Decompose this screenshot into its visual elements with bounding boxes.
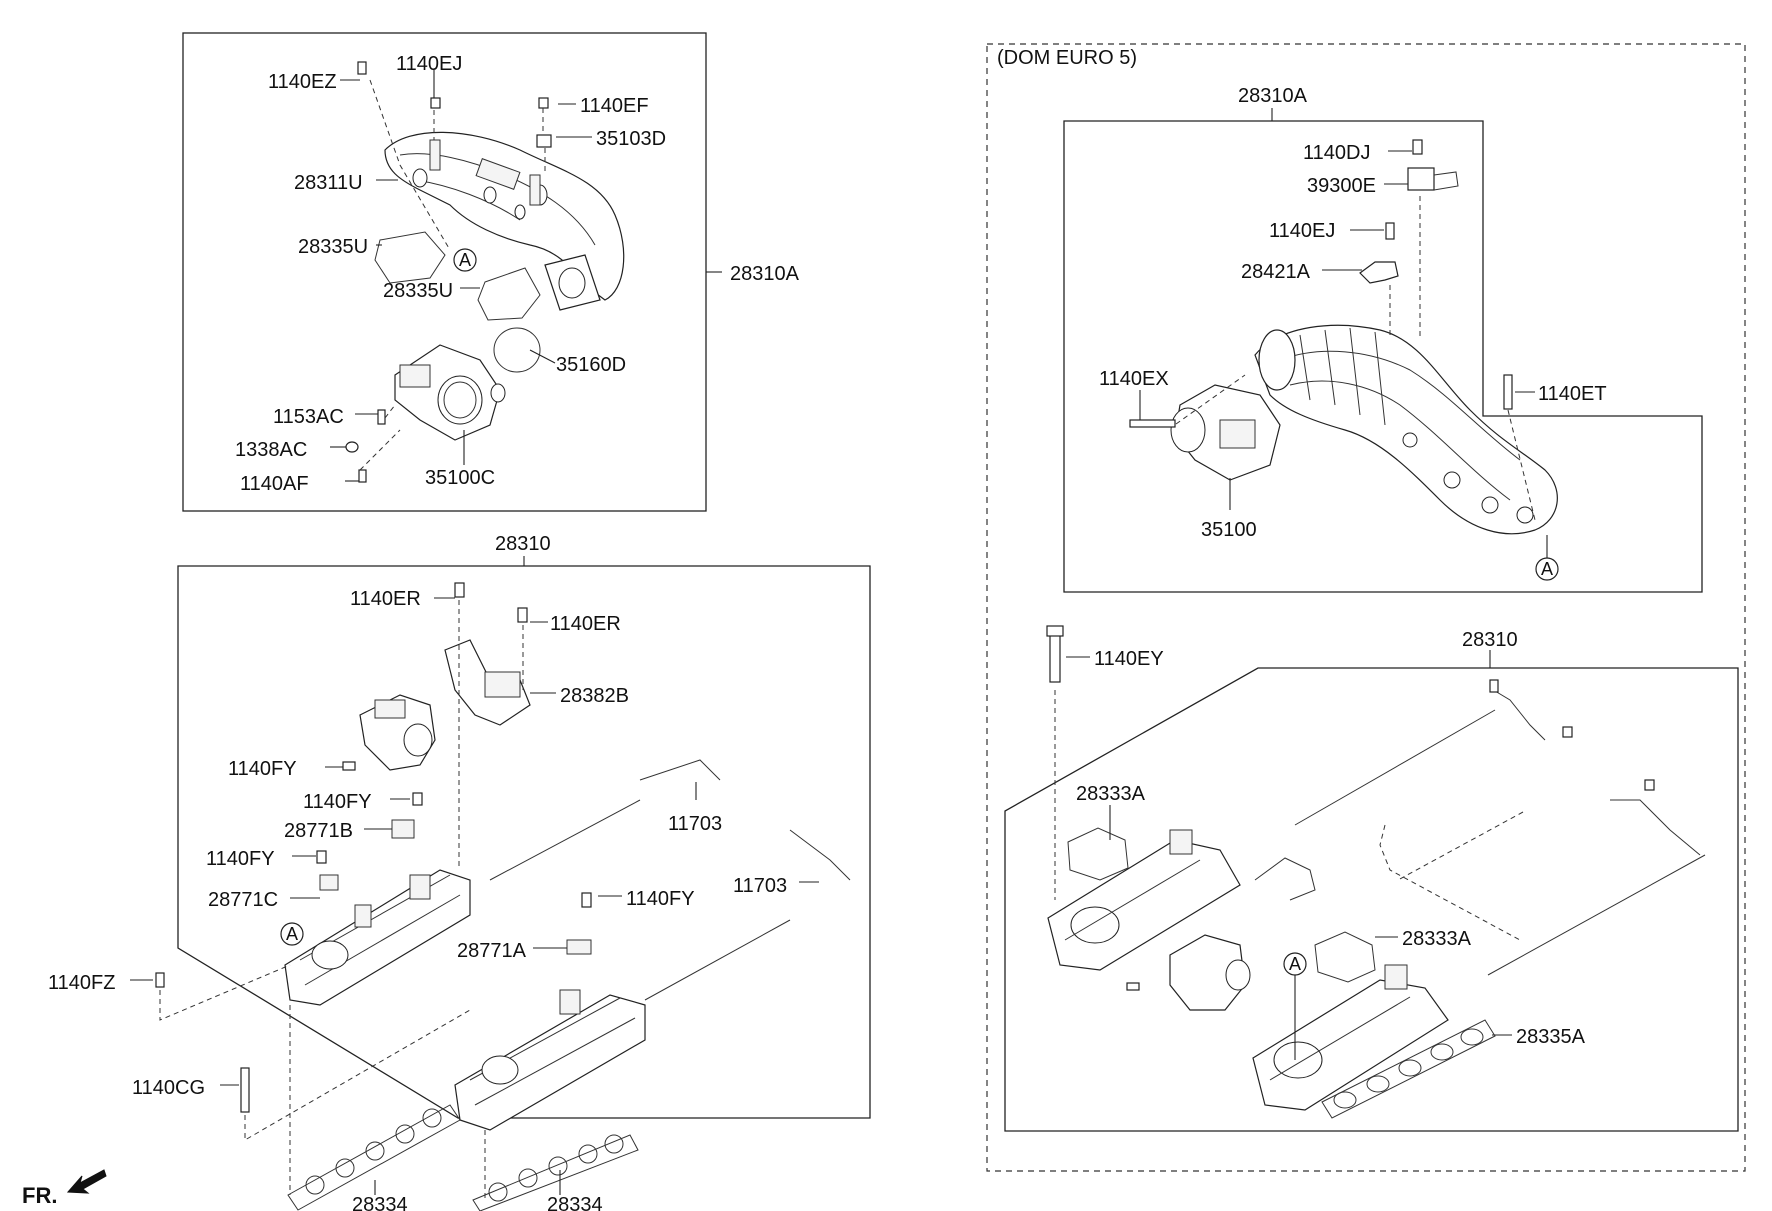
label-1140FY-d: 1140FY xyxy=(626,888,695,910)
upper-manifold-euro5 xyxy=(1254,324,1558,535)
frame-dom-euro xyxy=(986,43,1746,1172)
label-28310A-right: 28310A xyxy=(1238,85,1308,107)
label-1140AF: 1140AF xyxy=(240,473,309,495)
linkage-euro5 xyxy=(1126,679,1706,991)
actuator-euro5 xyxy=(1169,934,1251,1011)
label-1140EX: 1140EX xyxy=(1099,368,1169,390)
lower-manifold-b xyxy=(454,989,646,1131)
sensor-39300E xyxy=(1407,167,1459,191)
callout-a-top-left: A xyxy=(459,250,471,270)
label-35100: 35100 xyxy=(1201,519,1257,541)
label-28333A-a: 28333A xyxy=(1076,783,1146,805)
label-28771A: 28771A xyxy=(457,940,527,962)
label-28771C: 28771C xyxy=(208,889,278,911)
label-1140EJ: 1140EJ xyxy=(396,53,462,75)
lower-manifold-euro5-a xyxy=(1047,829,1241,971)
label-1140EY: 1140EY xyxy=(1094,648,1164,670)
frame-right-top xyxy=(1063,120,1703,593)
label-1140ET: 1140ET xyxy=(1538,383,1607,405)
front-arrow-icon xyxy=(66,1169,107,1194)
gasket-28335A xyxy=(1321,1019,1496,1119)
label-1140FZ: 1140FZ xyxy=(48,972,115,994)
label-1140EZ: 1140EZ xyxy=(268,71,337,93)
bolts-right-top xyxy=(1129,139,1513,428)
frame-right-bottom xyxy=(1004,667,1739,1132)
bolt-head-1140EY xyxy=(1046,625,1064,637)
throttle-body-35100C xyxy=(394,344,506,441)
label-1140FY-b: 1140FY xyxy=(303,791,372,813)
gasket-28333A-b xyxy=(1314,931,1376,983)
label-28421A: 28421A xyxy=(1241,261,1311,283)
lower-manifold-euro5-b xyxy=(1252,964,1449,1111)
label-28311U: 28311U xyxy=(294,172,363,194)
label-1140DJ: 1140DJ xyxy=(1303,142,1370,164)
label-1140ER-b: 1140ER xyxy=(550,613,621,635)
label-28310A-left: 28310A xyxy=(730,263,800,285)
callout-a-bottom-left: A xyxy=(286,924,298,944)
label-1140FY-a: 1140FY xyxy=(228,758,297,780)
label-1338AC: 1338AC xyxy=(235,439,307,461)
label-1140CG: 1140CG xyxy=(132,1077,205,1099)
gasket-28334-b xyxy=(472,1134,639,1211)
label-35103D: 35103D xyxy=(596,128,666,150)
label-28382B: 28382B xyxy=(560,685,629,707)
label-28335U-b: 28335U xyxy=(383,280,453,302)
label-28310-left: 28310 xyxy=(495,533,551,555)
label-28334-b: 28334 xyxy=(547,1194,603,1211)
callout-a-right-top: A xyxy=(1541,559,1553,579)
label-11703-b: 11703 xyxy=(733,875,787,897)
label-35160D: 35160D xyxy=(556,354,626,376)
label-11703-a: 11703 xyxy=(668,813,722,835)
label-28771B: 28771B xyxy=(284,820,353,842)
upper-manifold-part xyxy=(384,131,625,311)
gasket-28335U-b xyxy=(477,267,541,321)
gasket-28333A-a xyxy=(1067,827,1129,881)
label-28334-a: 28334 xyxy=(352,1194,408,1211)
gasket-35160D xyxy=(493,327,541,373)
label-dom-euro-5: (DOM EURO 5) xyxy=(997,47,1137,69)
throttle-valve-part xyxy=(359,694,436,771)
front-direction-label: FR. xyxy=(22,1183,57,1208)
throttle-body-35100 xyxy=(1170,329,1296,481)
gasket-28335U-a xyxy=(374,231,446,284)
lower-manifold-a xyxy=(284,869,471,1006)
label-1140EJ-right: 1140EJ xyxy=(1269,220,1335,242)
bolts-bottom-left xyxy=(155,582,592,1113)
label-35100C: 35100C xyxy=(425,467,495,489)
label-39300E: 39300E xyxy=(1307,175,1376,197)
callout-a-right-bottom: A xyxy=(1289,954,1301,974)
label-1140EF: 1140EF xyxy=(580,95,649,117)
label-28333A-b: 28333A xyxy=(1402,928,1472,950)
label-1140FY-c: 1140FY xyxy=(206,848,275,870)
label-28310-right: 28310 xyxy=(1462,629,1518,651)
rods-bottom-left xyxy=(489,759,851,1001)
label-1153AC: 1153AC xyxy=(273,406,344,428)
bracket-28421A xyxy=(1359,261,1399,284)
label-28335A: 28335A xyxy=(1516,1026,1586,1048)
actuator-28382B xyxy=(444,639,531,726)
gasket-28334-a xyxy=(287,1104,461,1211)
frame-bottom-left xyxy=(177,565,871,1119)
brackets-bottom-left xyxy=(319,819,592,955)
label-1140ER-a: 1140ER xyxy=(350,588,421,610)
label-28335U-a: 28335U xyxy=(298,236,368,258)
